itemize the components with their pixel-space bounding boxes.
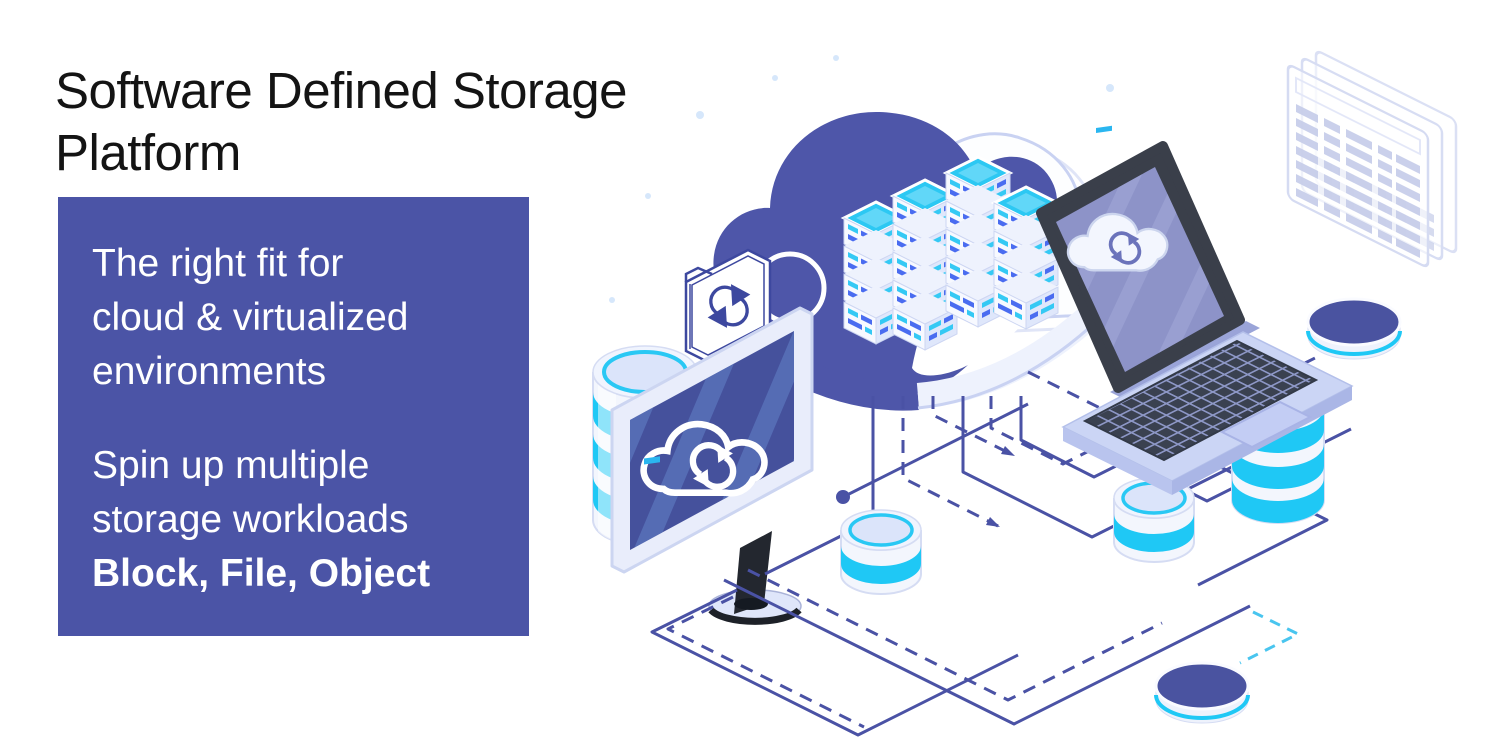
background-specks	[609, 55, 1114, 303]
laptop-touchpad	[1219, 400, 1313, 449]
node-disc-icon	[1306, 297, 1402, 361]
cyan-dashed-link	[1239, 610, 1302, 665]
storage-coin-icon	[1112, 476, 1196, 564]
network-node-dot	[836, 490, 850, 504]
laptop-icon	[1036, 125, 1354, 495]
info-p2-line2: storage workloads	[92, 498, 409, 541]
cloud-rim-light	[916, 304, 1101, 409]
laptop-keyboard	[1082, 339, 1319, 462]
info-p1-line1: The right fit for	[92, 242, 344, 285]
cloud-rim-edge	[917, 316, 1102, 410]
info-paragraph-1: The right fit for cloud & virtualized en…	[92, 237, 529, 399]
arrow-icon	[986, 517, 1000, 527]
info-p1-line2: cloud & virtualized	[92, 296, 409, 339]
info-paragraph-2: Spin up multiple storage workloads Block…	[92, 439, 529, 601]
loading-bar	[1096, 125, 1112, 133]
page-title: Software Defined Storage Platform	[55, 60, 628, 184]
title-line-2: Platform	[55, 124, 241, 182]
info-p2-bold: Block, File, Object	[92, 552, 431, 595]
info-p1-line3: environments	[92, 350, 327, 393]
title-line-1: Software Defined Storage	[55, 62, 628, 120]
loading-bar	[644, 456, 660, 465]
node-disc-icon	[1154, 661, 1250, 725]
arrow-icon	[1001, 446, 1015, 456]
data-panels-icon	[1286, 50, 1458, 268]
storage-coin-icon	[839, 508, 923, 596]
info-p2-line1: Spin up multiple	[92, 444, 370, 487]
info-panel: The right fit for cloud & virtualized en…	[58, 197, 529, 636]
